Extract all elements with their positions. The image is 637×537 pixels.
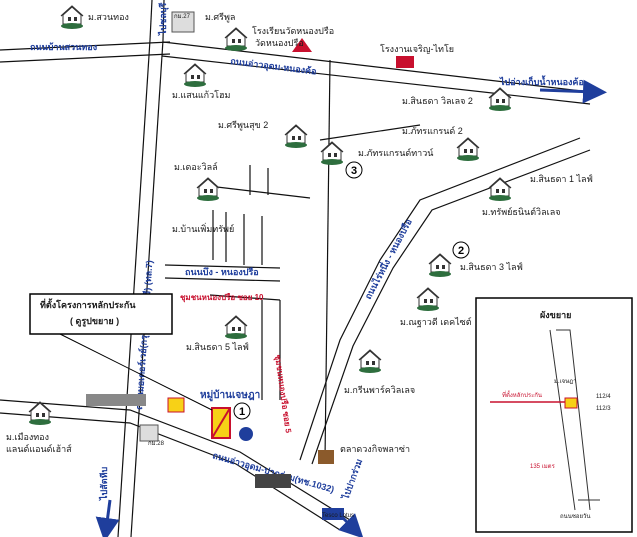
label-mueang-thong: ม.เมืองทอง (6, 432, 49, 442)
label-km27: กม.27 (174, 14, 191, 20)
marker-3 (345, 161, 363, 179)
label-sinthada-2: ม.สินธดา วิลเลจ 2 (402, 96, 473, 106)
road-label-nong-bueng: ถนนบึง - หนองปรือ (185, 266, 259, 277)
road-label-rai-nueng: ถนนไร่หนึ่ง - หนองปรือ (361, 216, 414, 301)
inset-chetsada: ม.เจษฎา (554, 379, 577, 385)
label-market: ตลาดวงกิจพลาซ่า (340, 444, 410, 454)
shell-icon (167, 397, 185, 413)
inset-box (475, 297, 633, 533)
label-sri-phun: ม.ศรีพูล (205, 12, 235, 23)
label-ban-phoem: ม.บ้านเพิ่มทรัพย์ (172, 222, 234, 234)
label-saen-kaew: ม.แสนแก้วโฮม (172, 90, 231, 100)
callout-line1: ที่ตั้งโครงการหลักประกัน (40, 298, 136, 310)
inset-plot1: 112/4 (596, 394, 611, 400)
temple-icon (292, 38, 312, 52)
km27-marker (171, 11, 195, 33)
tesco-icon (322, 508, 344, 520)
road-label-ban-suan-thong: ถนนบ้านสวนทอง (30, 42, 97, 52)
label-nurawadee: ม.ณฐาวดี เดคไซต์ (400, 316, 472, 328)
inset-road-label: ถนนซอยวัน (560, 513, 591, 520)
label-factory: โรงงานเจริญ-ไทโย (380, 44, 454, 54)
label-school: โรงเรียนวัดหนองปรือ (252, 26, 334, 36)
arrow-to-sattahip (95, 499, 120, 537)
label-sap-villa: ม.ทรัพย์ธนินต์วิลเลจ (482, 206, 560, 217)
label-sinthada-3: ม.สินธดา 3 ไลฟ์ (460, 261, 523, 272)
inset-plot2: 112/3 (596, 406, 611, 412)
inset-title: ผังขยาย (540, 310, 571, 320)
label-phatra-grand-2: ม.ภัทรแกรนด์ 2 (402, 125, 463, 136)
marker-3-label: 3 (351, 165, 357, 177)
road-label-soi10: ชุมชนหนองปรือ ซอย 10 (180, 292, 264, 303)
callout-line2: ( ดูรูปขยาย ) (70, 316, 119, 327)
label-sri-phun-2: ม.ศรีพูนสุข 2 (218, 120, 268, 131)
inset-distance: 135 เมตร (530, 463, 556, 470)
road-label-soi5: ชุมชนหนองปรือ ซอย 5 (272, 354, 294, 434)
market-icon (318, 450, 334, 464)
inset-site (564, 397, 578, 409)
label-ban-chetsada: หมู่บ้านเจษฎา (200, 389, 260, 402)
label-phatra-town: ม.ภัทรแกรนด์ทาวน์ (358, 147, 434, 158)
label-land-house: แลนด์แอนด์เฮ้าส์ (6, 443, 72, 454)
gas-station-icon (239, 427, 253, 441)
bridge (86, 394, 146, 406)
dir-to-chonburi: ไปชลบุรี (157, 2, 169, 36)
dir-to-sattahip: ไปสัตหีบ (98, 466, 109, 501)
inset-site-label: ที่ตั้งหลักประกัน (502, 389, 542, 399)
marker-2 (452, 241, 470, 259)
label-suan-thong: ม.สวนทอง (88, 12, 129, 22)
label-sinthada-1: ม.สินธดา 1 ไลฟ์ (530, 173, 593, 184)
label-the-villa: ม.เดอะวิลล์ (174, 161, 218, 172)
label-km28: กม.28 (148, 441, 165, 447)
marker-1 (233, 402, 251, 420)
callout-box (29, 293, 173, 335)
dir-to-nong-kho: ไปอ่างเก็บน้ำหนองค้อ (499, 75, 584, 87)
km28-marker (139, 424, 159, 442)
label-temple: วัดหนองปรือ (255, 38, 304, 48)
callout-pointer (59, 333, 213, 411)
road-network (0, 0, 591, 537)
road-label-highway-7: ถนนมอเตอร์เวย์(กรุงเทพ-ชลบุรี) (ทล.7) (133, 260, 155, 410)
marker-1-label: 1 (239, 406, 245, 418)
label-sinthada-5: ม.สินธดา 5 ไลฟ์ (186, 341, 249, 352)
arrow-to-nong-kho (539, 79, 607, 104)
road-label-pak-rum: ถนนอ่าวอุดม-ปากร่วม(ทช.1032) (211, 450, 335, 495)
marker-2-label: 2 (458, 245, 464, 257)
label-green-park: ม.กรีนพาร์ควิลเลจ (344, 384, 415, 395)
factory-icon (396, 56, 414, 68)
road-label-ao-udom-nong-kho: ถนนอ่าวอุดม-หนองค้อ (230, 56, 317, 77)
label-tesco: Tesco Lotus (322, 513, 354, 519)
row-houses-icon (255, 474, 291, 488)
inset-road (549, 329, 600, 511)
dir-to-pak-rum: ไปปากร่วม (339, 457, 364, 501)
